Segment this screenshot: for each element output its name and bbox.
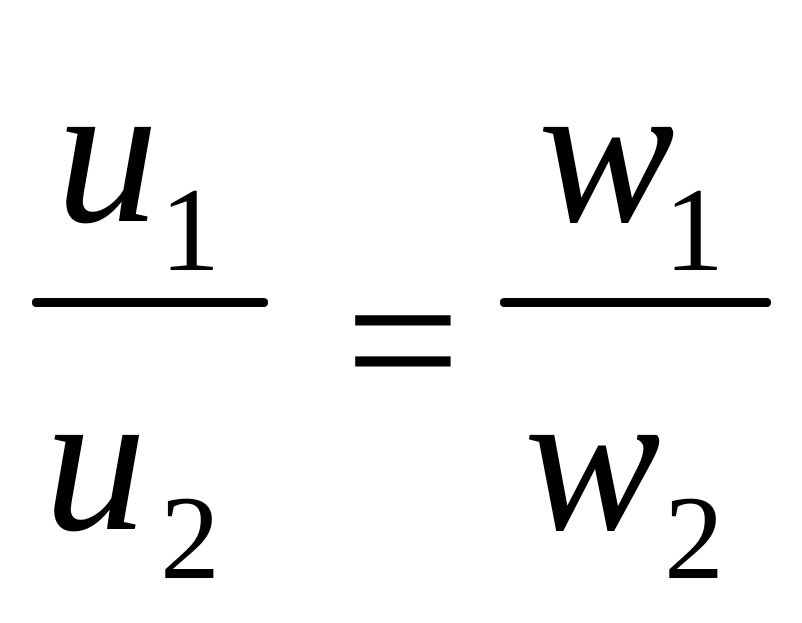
left-denominator-variable: u [44,347,147,574]
equals-sign: = [345,227,461,454]
right-denominator-variable: w [524,347,661,574]
left-fraction-bar [32,298,268,307]
right-fraction-bar [500,298,771,307]
right-numerator-subscript: 1 [664,163,724,296]
left-denominator-subscript: 2 [160,471,220,604]
left-numerator-variable: u [56,39,159,266]
left-numerator-subscript: 1 [160,163,220,296]
right-numerator-variable: w [538,39,675,266]
right-denominator-subscript: 2 [664,471,724,604]
